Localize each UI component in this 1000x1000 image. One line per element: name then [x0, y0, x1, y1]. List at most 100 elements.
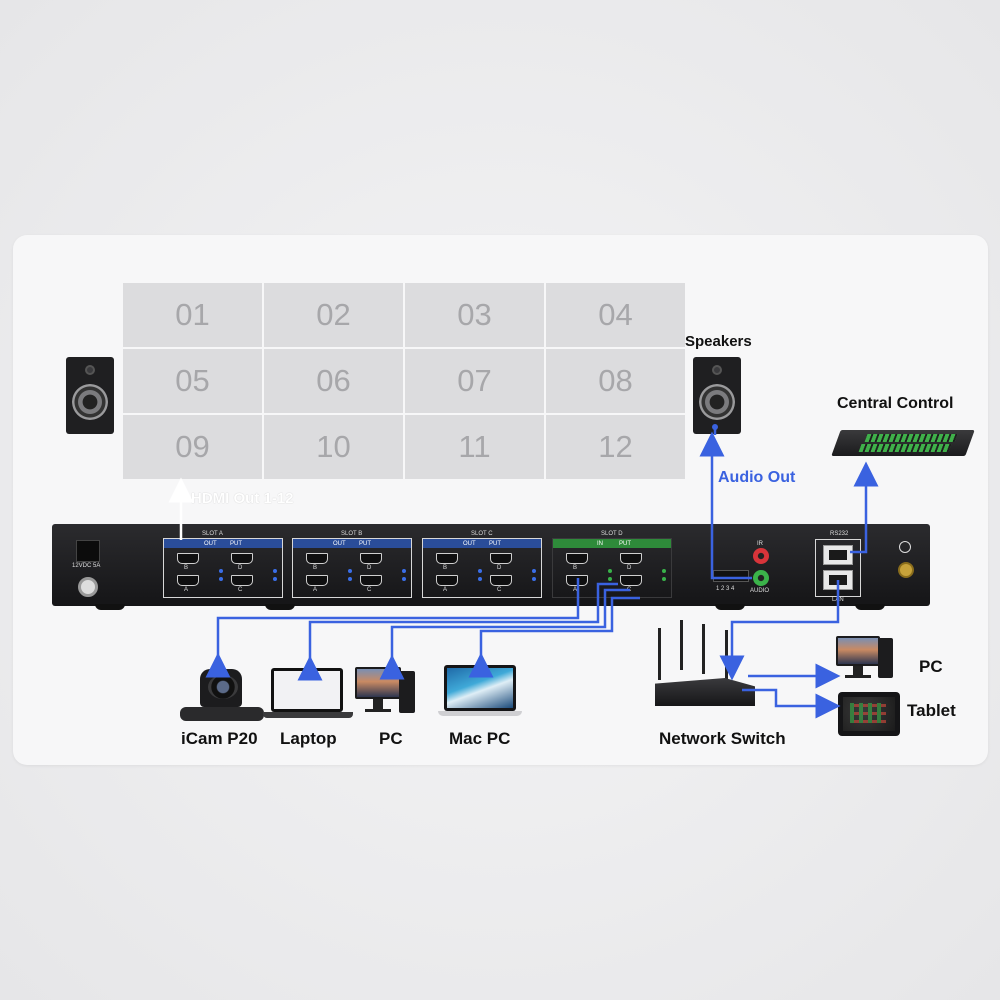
hdmi-out-label: HDMI Out 1-12: [191, 490, 294, 507]
hdmi-port-icon: [177, 553, 199, 564]
hdmi-port-icon: [306, 575, 328, 586]
port-letter: C: [367, 587, 372, 593]
led-icon: [532, 577, 536, 581]
wall-tile: 06: [264, 349, 403, 413]
wall-tile: 04: [546, 283, 685, 347]
icam-wire: [205, 578, 580, 678]
slot-name: SLOT A: [202, 531, 223, 537]
power-switch-icon[interactable]: [76, 540, 100, 562]
unit-foot: [715, 604, 745, 610]
port-letter: A: [313, 587, 318, 593]
pc-network-label: PC: [919, 657, 943, 676]
hdmi-port-icon: [436, 553, 458, 564]
led-icon: [608, 577, 612, 581]
port-letter: A: [573, 587, 578, 593]
slot-a: SLOT A OUT PUT B D A C: [163, 531, 283, 598]
wall-tile: 11: [405, 415, 544, 479]
rs232-label: RS232: [830, 531, 849, 537]
tablet-label: Tablet: [907, 701, 956, 720]
led-icon: [273, 577, 277, 581]
ground-screw-icon: [898, 562, 914, 578]
audio-jack-icon: [753, 570, 769, 586]
port-letter: D: [367, 565, 372, 571]
hdmi-port-icon: [231, 553, 253, 564]
port-letter: C: [238, 587, 243, 593]
speaker-left-icon: [66, 357, 114, 434]
slot-name: SLOT D: [601, 531, 623, 537]
slot-c: SLOT C OUT PUT B D A C: [422, 531, 542, 598]
led-icon: [348, 577, 352, 581]
wall-tile: 09: [123, 415, 262, 479]
port-letter: B: [573, 565, 578, 571]
led-icon: [478, 577, 482, 581]
port-letter: A: [443, 587, 448, 593]
port-letter: B: [184, 565, 189, 571]
wall-tile: 02: [264, 283, 403, 347]
port-letter: D: [627, 565, 632, 571]
wall-tile: 12: [546, 415, 685, 479]
port-letter: C: [497, 587, 502, 593]
port-letter: B: [443, 565, 448, 571]
slot-put-label: PUT: [230, 541, 242, 547]
unit-foot: [855, 604, 885, 610]
mac-pc-label: Mac PC: [449, 729, 511, 748]
slot-header: [553, 539, 671, 548]
central-control-label: Central Control: [837, 395, 954, 412]
hdmi-port-icon: [231, 575, 253, 586]
slot-in-label: IN: [597, 541, 603, 547]
video-wall: 01 02 03 04 05 06 07 08 09 10 11 12: [123, 283, 685, 479]
ir-jack-icon: [753, 548, 769, 564]
hdmi-port-icon: [620, 575, 642, 586]
port-letter: D: [497, 565, 502, 571]
hdmi-port-icon: [490, 553, 512, 564]
hdmi-port-icon: [566, 553, 588, 564]
network-switch-icon: [655, 620, 755, 710]
led-icon: [608, 569, 612, 573]
network-switch-label: Network Switch: [659, 729, 786, 748]
laptop-label: Laptop: [280, 729, 337, 748]
audio-out-wire: [699, 431, 752, 580]
rs232-wire: [850, 461, 879, 554]
icam-label: iCam P20: [181, 729, 258, 748]
slot-header: [423, 539, 541, 548]
port-letter: D: [238, 565, 243, 571]
hdmi-port-icon: [177, 575, 199, 586]
led-icon: [532, 569, 536, 573]
matrix-switcher-unit: [52, 524, 930, 606]
hdmi-port-icon: [360, 575, 382, 586]
tablet-icon: [838, 692, 900, 736]
slot-put-label: PUT: [489, 541, 501, 547]
slot-name: SLOT C: [471, 531, 493, 537]
slot-header: [164, 539, 282, 548]
hdmi-port-icon: [306, 553, 328, 564]
wall-tile: 01: [123, 283, 262, 347]
port-letter: A: [184, 587, 189, 593]
speaker-right-icon: [693, 357, 741, 434]
pc-network-icon: [836, 636, 894, 682]
slot-b: SLOT B OUT PUT B D A C: [292, 531, 412, 598]
led-icon: [273, 569, 277, 573]
wall-tile: 10: [264, 415, 403, 479]
unit-foot: [95, 604, 125, 610]
led-icon: [219, 577, 223, 581]
pc-source-wire: [379, 588, 630, 680]
slot-put-label: PUT: [359, 541, 371, 547]
ir-label: IR: [757, 541, 763, 547]
led-icon: [478, 569, 482, 573]
audio-pins-label: 1 2 3 4: [716, 586, 735, 592]
audio-label: AUDIO: [750, 588, 770, 594]
led-icon: [402, 569, 406, 573]
pc-source-label: PC: [379, 729, 403, 748]
slot-out-label: OUT: [204, 541, 217, 547]
wall-tile: 05: [123, 349, 262, 413]
hdmi-port-icon: [490, 575, 512, 586]
lan-wire: [719, 580, 840, 681]
led-icon: [402, 577, 406, 581]
port-letter: B: [313, 565, 318, 571]
wire-dot: [712, 424, 718, 430]
wall-tile: 07: [405, 349, 544, 413]
slot-header: [293, 539, 411, 548]
switch-tablet-wire: [742, 688, 841, 719]
unit-foot: [265, 604, 295, 610]
